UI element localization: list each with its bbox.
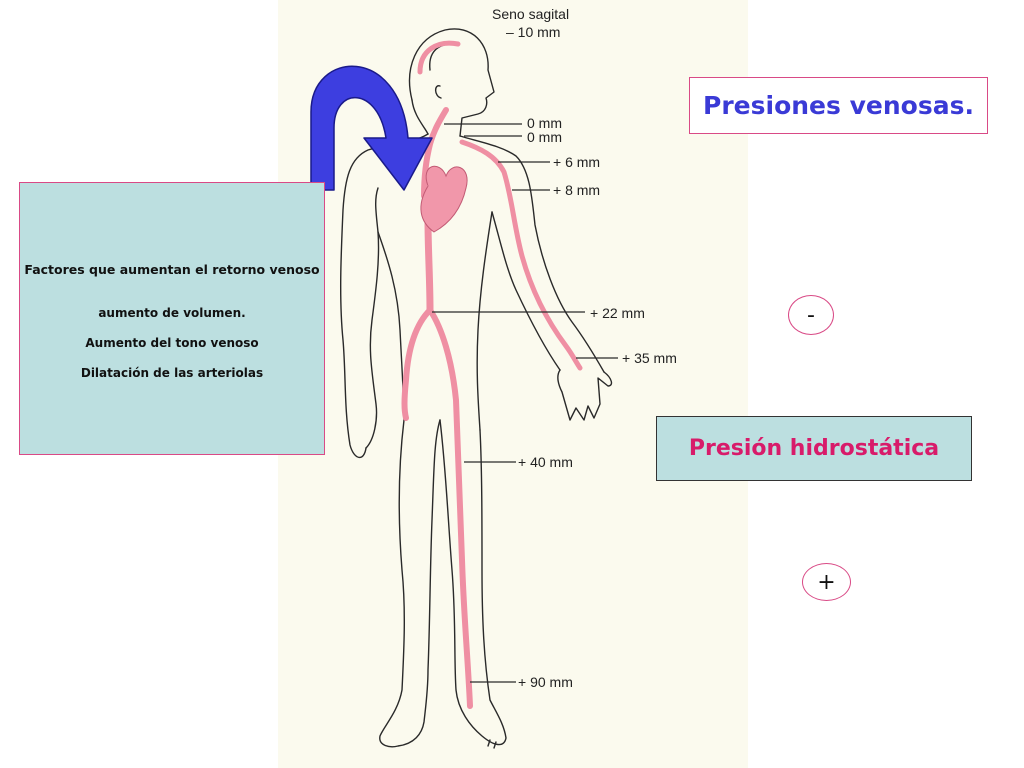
heart-icon bbox=[420, 165, 468, 233]
leader-lines bbox=[432, 123, 618, 683]
vein-network bbox=[401, 40, 583, 709]
label-foot: + 90 mm bbox=[518, 674, 573, 690]
body-outline bbox=[339, 28, 613, 749]
label-sagittal-sinus-value: – 10 mm bbox=[506, 24, 560, 40]
factor-item: aumento de volumen. bbox=[98, 306, 246, 320]
label-abdomen: + 22 mm bbox=[590, 305, 645, 321]
factors-heading: Factores que aumentan el retorno venoso bbox=[24, 262, 320, 277]
factor-item: Dilatación de las arteriolas bbox=[80, 366, 264, 380]
plus-sign: + bbox=[802, 563, 851, 601]
figure-background bbox=[278, 0, 748, 768]
label-neck-2: 0 mm bbox=[527, 129, 562, 145]
slide-title: Presiones venosas. bbox=[689, 77, 988, 134]
factors-box: Factores que aumentan el retorno venoso … bbox=[19, 182, 325, 455]
label-upper-arm: + 8 mm bbox=[553, 182, 600, 198]
label-neck-1: 0 mm bbox=[527, 115, 562, 131]
label-hand: + 35 mm bbox=[622, 350, 677, 366]
label-shoulder: + 6 mm bbox=[553, 154, 600, 170]
factor-item: Aumento del tono venoso bbox=[85, 336, 259, 350]
minus-sign: - bbox=[788, 295, 834, 335]
label-thigh: + 40 mm bbox=[518, 454, 573, 470]
hydrostatic-pressure-label: Presión hidrostática bbox=[656, 416, 972, 481]
label-sagittal-sinus: Seno sagital bbox=[492, 6, 569, 22]
return-arrow-icon bbox=[310, 65, 433, 191]
